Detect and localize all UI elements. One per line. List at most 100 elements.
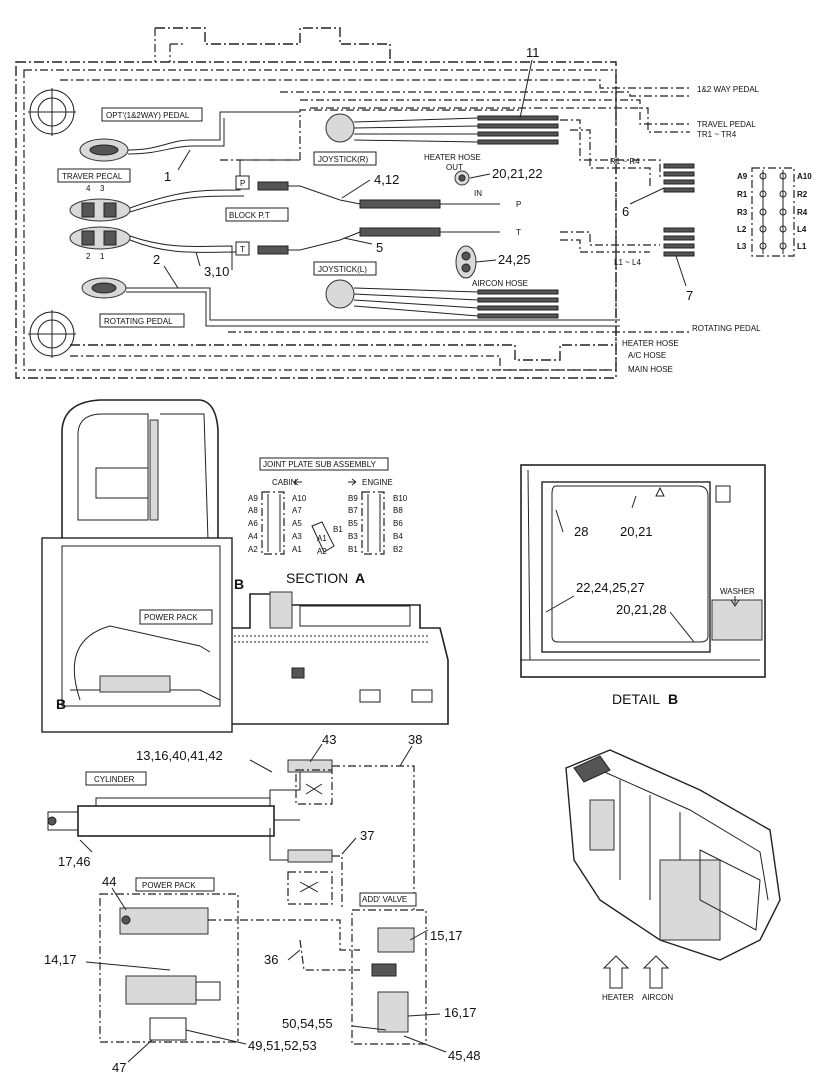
callout-6: 6 (622, 204, 629, 219)
label-joystick-l: JOYSTICK(L) (318, 265, 367, 274)
excavator-view (41, 399, 449, 733)
jp-left-r-0: A10 (292, 494, 307, 503)
callout-20-21-22: 20,21,22 (492, 166, 543, 181)
callout-15-17: 15,17 (430, 928, 463, 943)
port-left-0: A9 (737, 172, 748, 181)
label-r1-r4: R1 ~ R4 (610, 157, 640, 166)
port-right-3: L4 (797, 225, 807, 234)
callout-5: 5 (376, 240, 383, 255)
label-num-1: 1 (100, 252, 105, 261)
label-l1-l4: L1 ~ L4 (614, 258, 641, 267)
detail-b-title: DETAIL (612, 691, 660, 707)
port-right-0: A10 (797, 172, 812, 181)
detail-b-c22-24-25-27: 22,24,25,27 (576, 580, 645, 595)
label-heater-hose: HEATER HOSE (424, 153, 481, 162)
joint-plate-cabin: CABIN (272, 478, 297, 487)
cylinder-label: CYLINDER (94, 775, 135, 784)
jp-left-l-2: A6 (248, 519, 258, 528)
jp-right-r-4: B2 (393, 545, 403, 554)
joint-plate-engine: ENGINE (362, 478, 393, 487)
jp-right-r-3: B4 (393, 532, 403, 541)
label-main-hose: MAIN HOSE (628, 365, 673, 374)
joint-plate-title: JOINT PLATE SUB ASSEMBLY (263, 460, 377, 469)
label-travel-pedal: TRAVEL PEDAL (697, 120, 756, 129)
label-p-line: P (516, 200, 521, 209)
jp-left-r-3: A3 (292, 532, 302, 541)
add-valve-label: ADD' VALVE (362, 895, 407, 904)
callout-36: 36 (264, 952, 278, 967)
callout-1: 1 (164, 169, 171, 184)
connector-cluster-11 (477, 115, 559, 145)
callout-16-17: 16,17 (444, 1005, 477, 1020)
section-a-label: SECTION (286, 570, 348, 586)
jp-left-r-1: A7 (292, 506, 302, 515)
detail-b-c20-21-28: 20,21,28 (616, 602, 667, 617)
detail-b-washer: WASHER (720, 587, 755, 596)
jp-right-l-2: B5 (348, 519, 358, 528)
power-pack-label: POWER PACK (144, 613, 198, 622)
port-right-1: R2 (797, 190, 808, 199)
callout-11: 11 (526, 45, 540, 60)
label-out: OUT (446, 163, 463, 172)
jp-right-r-2: B6 (393, 519, 403, 528)
hydraulic-schematic: CYLINDER POWER PACK ADD' VALVE (44, 732, 481, 1075)
jp-right-l-1: B7 (348, 506, 358, 515)
section-a-letter: A (355, 570, 365, 586)
label-traver-pecal: TRAVER PECAL (62, 172, 123, 181)
heater-label: HEATER (602, 993, 634, 1002)
jp-left-r-4: A1 (292, 545, 302, 554)
label-way-pedal: 1&2 WAY PEDAL (697, 85, 760, 94)
callout-2: 2 (153, 252, 160, 267)
callout-49-51-52-53: 49,51,52,53 (248, 1038, 317, 1053)
detail-b-c20-21: 20,21 (620, 524, 653, 539)
jp-right-l-4: B1 (348, 545, 358, 554)
callout-13-16-40-41-42: 13,16,40,41,42 (136, 748, 223, 763)
label-t-box: T (240, 245, 245, 254)
jp-small-b1: B1 (333, 525, 343, 534)
port-right-4: L1 (797, 242, 807, 251)
label-opt-pedal: OPT'(1&2WAY) PEDAL (106, 111, 190, 120)
detail-b-c28: 28 (574, 524, 588, 539)
jp-small-a2: A2 (317, 547, 327, 556)
label-tr1-tr4: TR1 ~ TR4 (697, 130, 737, 139)
callout-50-54-55: 50,54,55 (282, 1016, 333, 1031)
joint-plate-sub-assembly: JOINT PLATE SUB ASSEMBLY CABIN ENGINE A9… (248, 457, 408, 556)
jp-left-l-1: A8 (248, 506, 258, 515)
jp-left-r-2: A5 (292, 519, 302, 528)
detail-b: 28 20,21 22,24,25,27 20,21,28 WASHER (520, 464, 766, 678)
label-t-line: T (516, 228, 521, 237)
aircon-label: AIRCON (642, 993, 673, 1002)
label-heater-hose-2: HEATER HOSE (622, 339, 679, 348)
callout-14-17: 14,17 (44, 952, 77, 967)
label-num-2: 2 (86, 252, 91, 261)
callout-44: 44 (102, 874, 116, 889)
port-left-2: R3 (737, 208, 748, 217)
jp-left-l-4: A2 (248, 545, 258, 554)
detail-b-letter: B (668, 691, 678, 707)
callout-3-10: 3,10 (204, 264, 229, 279)
port-left-1: R1 (737, 190, 748, 199)
callout-43: 43 (322, 732, 336, 747)
b-mark-top: B (234, 576, 244, 592)
callout-38: 38 (408, 732, 422, 747)
label-num-4: 4 (86, 184, 91, 193)
hvac-unit: HEATER AIRCON (565, 749, 781, 1002)
callout-47: 47 (112, 1060, 126, 1075)
callout-24-25: 24,25 (498, 252, 531, 267)
port-left-3: L2 (737, 225, 747, 234)
jp-small-a1: A1 (317, 534, 327, 543)
jp-right-l-0: B9 (348, 494, 358, 503)
top-hose-layout: OPT'(1&2WAY) PEDAL TRAVER PECAL ROTATING… (15, 27, 761, 379)
label-ac-hose: A/C HOSE (628, 351, 666, 360)
port-table: A9 A10 R1 R2 R3 R4 L2 L4 L3 L1 (737, 167, 812, 257)
jp-right-r-0: B10 (393, 494, 408, 503)
jp-right-r-1: B8 (393, 506, 403, 515)
callout-17-46: 17,46 (58, 854, 91, 869)
callout-4-12: 4,12 (374, 172, 399, 187)
label-aircon-hose: AIRCON HOSE (472, 279, 528, 288)
jp-left-l-0: A9 (248, 494, 258, 503)
callout-7: 7 (686, 288, 693, 303)
label-rotating-pedal-box: ROTATING PEDAL (104, 317, 173, 326)
port-left-4: L3 (737, 242, 747, 251)
bottom-power-pack-label: POWER PACK (142, 881, 196, 890)
